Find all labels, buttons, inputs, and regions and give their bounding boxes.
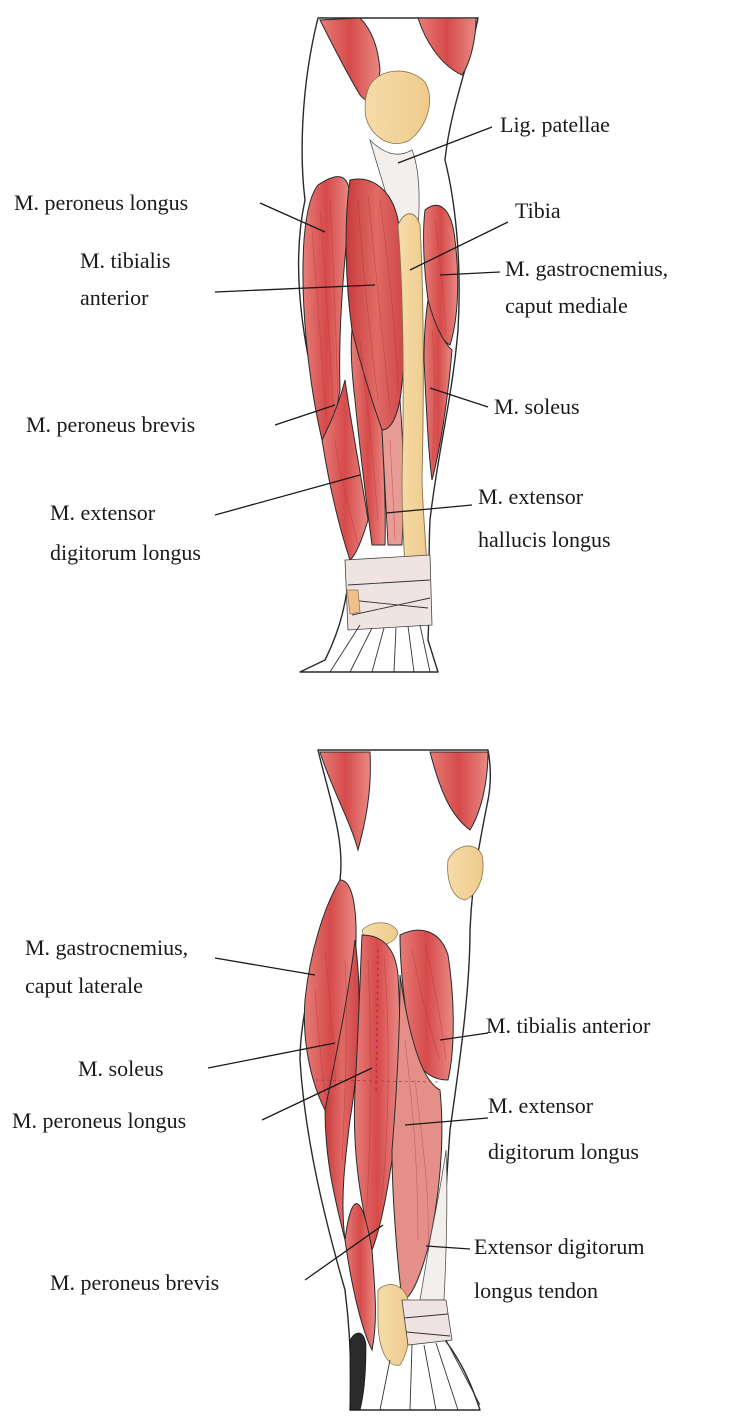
label-tibialis-anterior-top-2: anterior (80, 285, 149, 310)
label-peroneus-longus-top: M. peroneus longus (14, 190, 188, 215)
label-extensor-digitorum-bottom-1: M. extensor (488, 1093, 594, 1118)
label-soleus-top: M. soleus (494, 394, 580, 419)
label-extensor-digitorum-top-2: digitorum longus (50, 540, 201, 565)
label-lig-patellae: Lig. patellae (500, 112, 610, 137)
achilles-dark-patch (350, 1333, 366, 1410)
label-tibialis-anterior-top-1: M. tibialis (80, 248, 170, 273)
label-peroneus-brevis-bottom: M. peroneus brevis (50, 1270, 219, 1295)
label-tibia: Tibia (515, 198, 561, 223)
label-peroneus-longus-bottom: M. peroneus longus (12, 1108, 186, 1133)
label-gastrocnemius-medial-1: M. gastrocnemius, (505, 256, 668, 281)
label-ext-tendon-1: Extensor digitorum (474, 1234, 644, 1259)
label-tibialis-anterior-bottom: M. tibialis anterior (486, 1013, 651, 1038)
patella (365, 71, 430, 144)
label-gastrocnemius-lateral-1: M. gastrocnemius, (25, 935, 188, 960)
thigh-muscle-bottom-left (320, 752, 370, 850)
ankle-tendons-top (330, 555, 432, 672)
anterior-leg-illustration (215, 18, 508, 672)
label-gastrocnemius-medial-2: caput mediale (505, 293, 628, 318)
knee-bone-bottom (448, 846, 483, 900)
label-peroneus-brevis-top: M. peroneus brevis (26, 412, 195, 437)
label-extensor-hallucis-1: M. extensor (478, 484, 584, 509)
label-gastrocnemius-lateral-2: caput laterale (25, 973, 143, 998)
lateral-leg-illustration (208, 750, 490, 1410)
label-extensor-digitorum-bottom-2: digitorum longus (488, 1139, 639, 1164)
tibia-bone (398, 214, 428, 610)
label-ext-tendon-2: longus tendon (474, 1278, 598, 1303)
label-extensor-hallucis-2: hallucis longus (478, 527, 611, 552)
label-extensor-digitorum-top-1: M. extensor (50, 500, 156, 525)
thigh-muscle-right (418, 18, 476, 75)
thigh-muscle-bottom-right (430, 752, 488, 830)
label-soleus-bottom: M. soleus (78, 1056, 164, 1081)
